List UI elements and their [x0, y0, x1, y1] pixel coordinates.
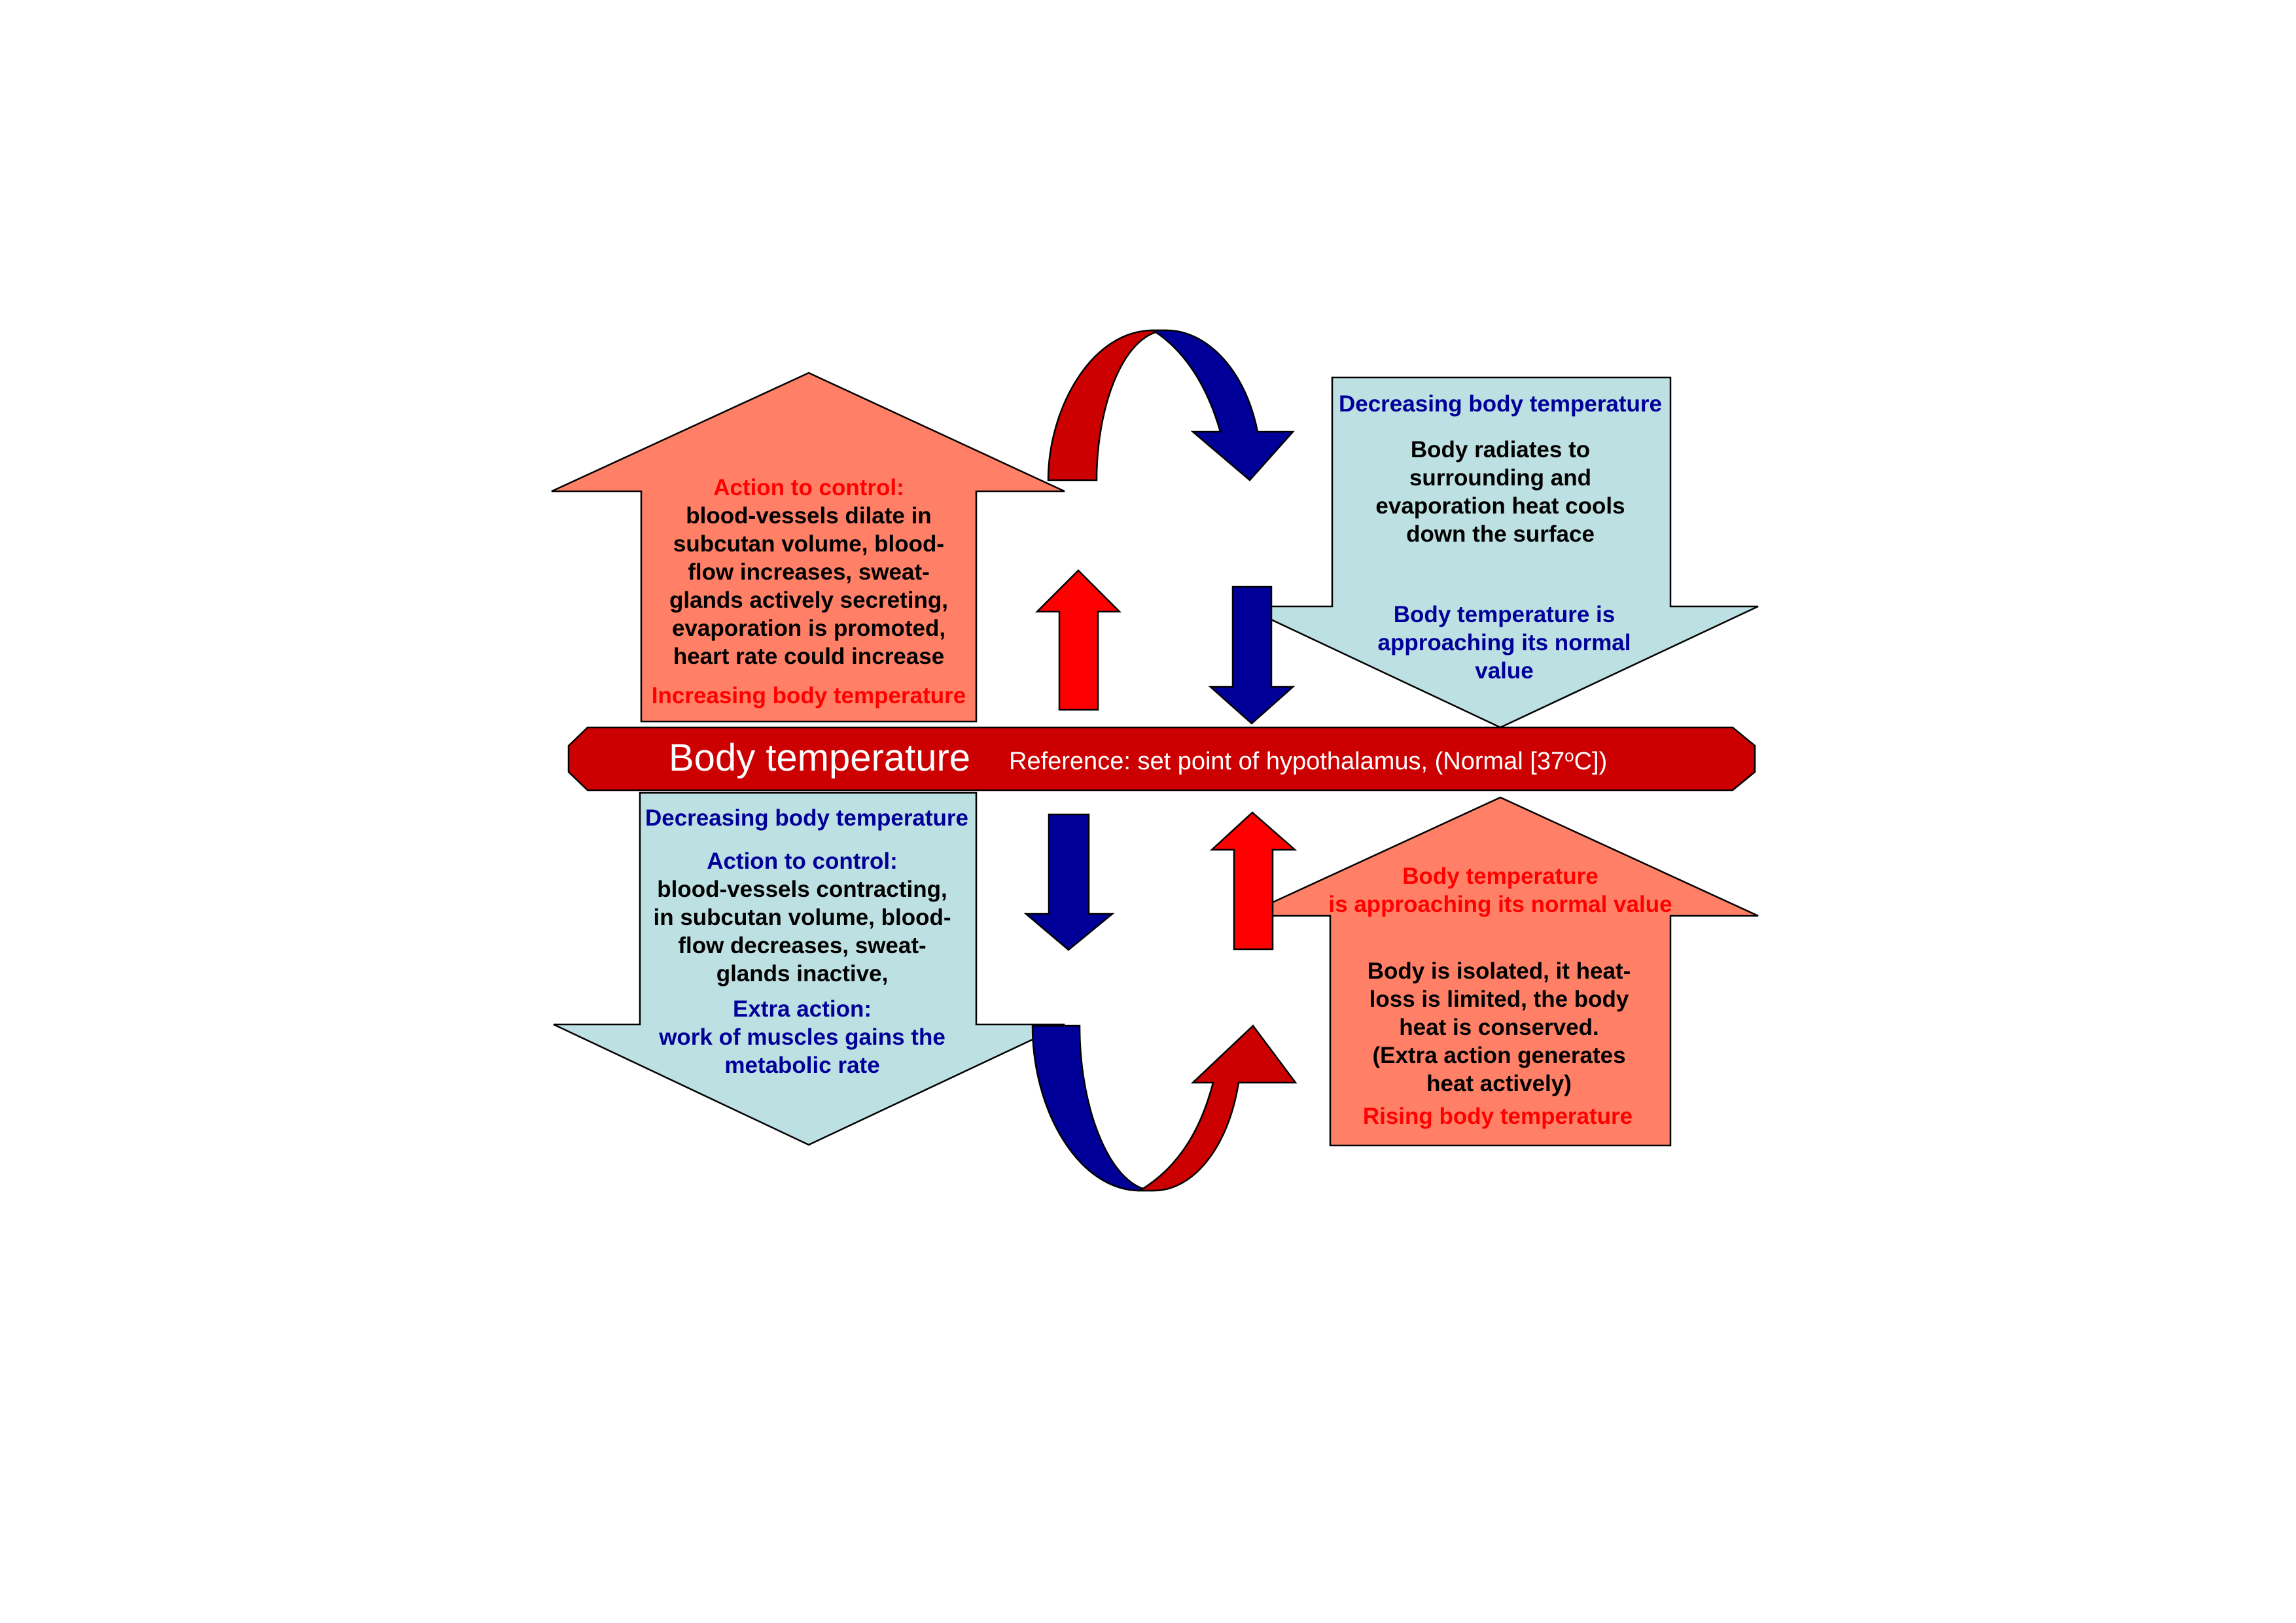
decreasing-temp-down-arrow [1243, 376, 1759, 729]
top-right-heading: Decreasing body temperature [1339, 391, 1662, 417]
top-left-line: subcutan volume, blood- [673, 531, 944, 557]
bottom-right-line: heat is conserved. [1399, 1015, 1598, 1040]
bottom-right-line: heat actively) [1426, 1071, 1572, 1096]
rising-temp-up-arrow [1243, 796, 1759, 1147]
bottom-left-heading: Decreasing body temperature [645, 805, 968, 831]
top-right-line: surrounding and [1409, 465, 1591, 491]
top-curved-arrow-red-part [1047, 329, 1168, 481]
bar-reference: Reference: set point of hypothalamus, (N… [1009, 746, 1607, 775]
bottom-curved-arrow-red-part [1137, 1024, 1298, 1192]
bottom-right-line: loss is limited, the body [1369, 986, 1629, 1012]
top-left-footer: Increasing body temperature [652, 683, 966, 708]
action-cooling-down-arrow [553, 792, 1065, 1146]
bottom-right-heading-line: is approaching its normal value [1328, 892, 1672, 917]
bottom-right-heading-line: Body temperature [1402, 864, 1598, 889]
top-left-line: evaporation is promoted, [672, 616, 945, 641]
small-down-arrow-bottom-left [1023, 813, 1115, 951]
top-right-footer-line: approaching its normal [1378, 630, 1631, 655]
top-right-text: Decreasing body temperature Body radiate… [1339, 391, 1662, 684]
body-temperature-bar [567, 726, 1756, 792]
bottom-left-line: flow decreases, sweat- [678, 933, 926, 958]
bottom-left-extra-line: Extra action: [733, 996, 872, 1022]
bar-title: Body temperature [669, 737, 970, 779]
bottom-left-line: glands inactive, [716, 961, 889, 986]
top-curved-arrow-blue-part [1150, 329, 1295, 481]
bottom-left-extra-line: metabolic rate [724, 1053, 879, 1078]
bottom-right-line: (Extra action generates [1372, 1043, 1625, 1068]
bottom-right-text: Body temperature is approaching its norm… [1328, 864, 1672, 1129]
top-right-line: Body radiates to [1411, 437, 1590, 462]
top-left-line: glands actively secreting, [669, 587, 948, 613]
small-up-arrow-bottom-right [1209, 811, 1298, 951]
small-down-arrow-top-right [1208, 585, 1296, 725]
bottom-left-line: blood-vessels contracting, [657, 877, 947, 902]
bottom-left-line: in subcutan volume, blood- [654, 905, 951, 930]
top-right-line: evaporation heat cools [1375, 493, 1625, 519]
bottom-left-extra-line: work of muscles gains the [658, 1024, 945, 1050]
top-left-line: blood-vessels dilate in [686, 503, 931, 529]
small-up-arrow-top-left [1034, 569, 1122, 711]
top-right-footer-line: value [1475, 658, 1534, 684]
bottom-right-footer: Rising body temperature [1363, 1104, 1633, 1129]
top-left-text: Action to control: blood-vessels dilate … [652, 475, 966, 708]
bottom-right-line: Body is isolated, it heat- [1368, 958, 1631, 984]
top-right-footer-line: Body temperature is [1394, 602, 1615, 627]
top-left-heading: Action to control: [713, 475, 904, 500]
degree-superscript: o [1564, 746, 1574, 765]
top-left-line: flow increases, sweat- [688, 559, 930, 585]
increasing-temp-up-arrow [551, 372, 1065, 723]
bottom-left-text: Decreasing body temperature Action to co… [645, 805, 968, 1078]
bottom-curved-arrow-blue-part [1031, 1024, 1155, 1192]
bottom-left-sub-heading: Action to control: [707, 848, 898, 874]
top-left-line: heart rate could increase [673, 644, 944, 669]
top-right-line: down the surface [1406, 521, 1595, 547]
